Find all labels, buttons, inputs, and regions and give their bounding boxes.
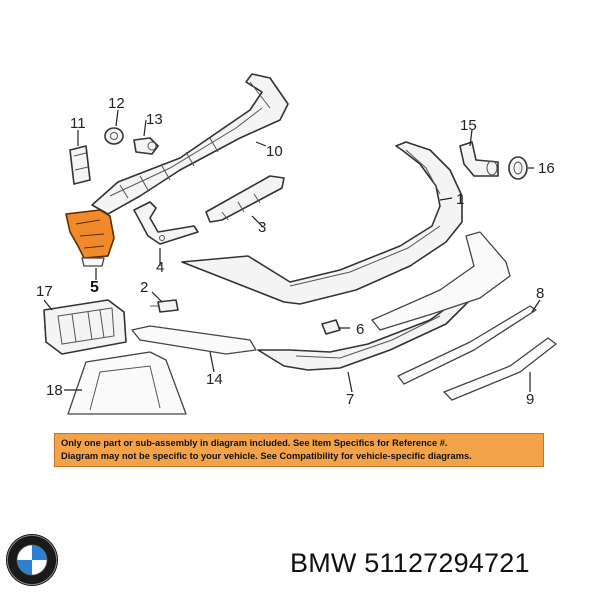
bmw-roundel-icon: [6, 534, 58, 586]
part-1-bumper-cover: [181, 141, 463, 305]
brand-name: BMW: [290, 548, 357, 578]
callout-14: 14: [206, 371, 223, 388]
part-10-reinforcement-bar: [91, 73, 289, 215]
part-14-trim-strip: [131, 325, 257, 355]
callout-8: 8: [536, 285, 544, 302]
part-8-trim: [397, 305, 537, 385]
callout-10: 10: [266, 143, 283, 160]
part-16-grommet: [508, 156, 528, 180]
part-17-sensor-housing: [43, 299, 127, 355]
callout-18: 18: [46, 382, 63, 399]
callout-2: 2: [140, 279, 148, 296]
leader-lines: [43, 109, 541, 393]
part-15-sensor: [459, 141, 499, 177]
callout-7: 7: [346, 391, 354, 408]
part-6-plug: [321, 319, 341, 335]
callout-5: 5: [90, 279, 99, 296]
callout-4: 4: [156, 259, 164, 276]
callout-3: 3: [258, 219, 266, 236]
part-4-bracket: [133, 201, 199, 245]
part-upper-trim-panel: [371, 231, 511, 331]
notice-line-1: Only one part or sub-assembly in diagram…: [61, 438, 448, 448]
part-18-reflector: [67, 351, 187, 415]
callout-numbers: 11 12 13 10 15 16 1 3 4 5 2 17 6 8 14 18…: [36, 95, 555, 408]
part-9-trim: [443, 337, 557, 401]
callout-13: 13: [146, 111, 163, 128]
callout-16: 16: [538, 160, 555, 177]
callout-11: 11: [70, 115, 86, 132]
callout-9: 9: [526, 391, 534, 408]
part-13-bolt: [133, 137, 159, 155]
part-number: 51127294721: [364, 548, 530, 578]
part-3-bracket: [205, 175, 285, 223]
callout-15: 15: [460, 117, 477, 134]
part-5-highlighted-bracket: [65, 209, 115, 267]
part-11-bracket: [69, 145, 91, 185]
part-caption: BMW 51127294721: [290, 548, 530, 579]
callout-6: 6: [356, 321, 364, 338]
callout-1: 1: [456, 191, 464, 208]
part-2-bolt: [150, 299, 179, 313]
callout-17: 17: [36, 283, 53, 300]
notice-line-2: Diagram may not be specific to your vehi…: [61, 451, 472, 461]
compatibility-notice: Only one part or sub-assembly in diagram…: [54, 433, 544, 467]
callout-12: 12: [108, 95, 125, 112]
part-12-clip: [104, 127, 124, 145]
